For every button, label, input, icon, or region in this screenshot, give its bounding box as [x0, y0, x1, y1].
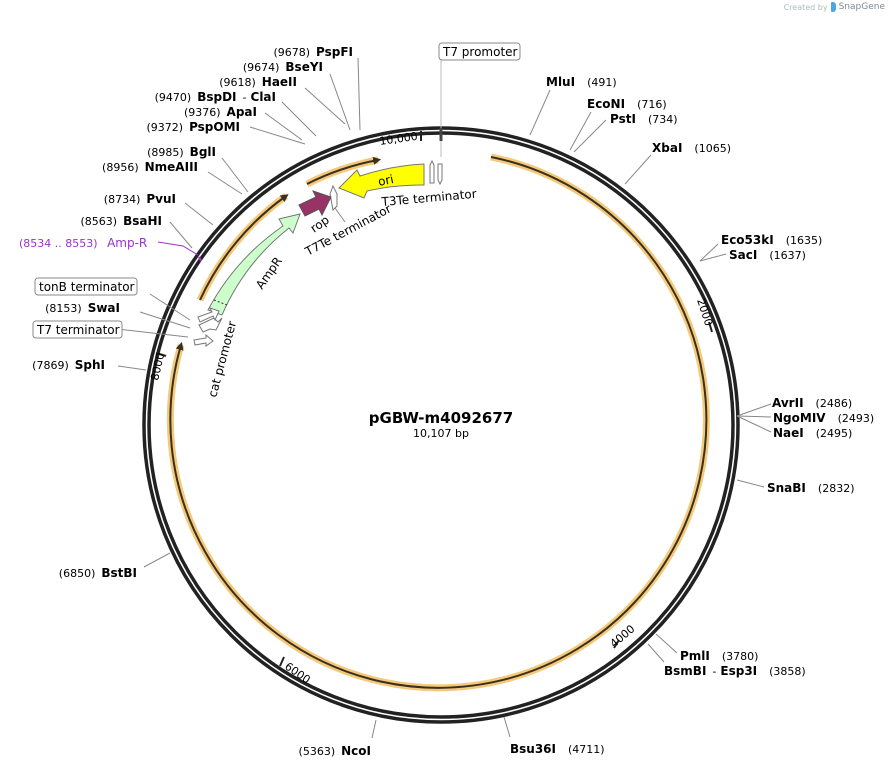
tick-label-8000: 8000 — [148, 351, 167, 381]
cat-promoter-label: cat promoter — [205, 320, 239, 399]
cat-promoter-feature[interactable] — [197, 307, 223, 333]
tonb-terminator-label: tonB terminator — [39, 280, 135, 294]
orf-arcs — [166, 153, 710, 692]
t7te-terminator-feature[interactable] — [329, 184, 338, 212]
site-econi[interactable]: EcoNI(716) — [587, 97, 667, 111]
t7-terminator-box[interactable]: T7 terminator — [32, 320, 123, 339]
primer-amp-r-mark[interactable] — [198, 256, 202, 262]
t7-promoter-label: T7 promoter — [442, 45, 518, 59]
site-pspfi[interactable]: (9678)PspFI — [273, 45, 353, 59]
site-pspomi[interactable]: (9372)PspOMI — [146, 120, 240, 134]
primer-range: (8534 .. 8553) — [19, 237, 98, 250]
site-bspdi-clai[interactable]: (9470)BspDI-ClaI — [155, 90, 276, 104]
site-bgli[interactable]: (8985)BglI — [147, 145, 216, 159]
t3te-terminator-feature[interactable] — [429, 159, 443, 186]
site-swai[interactable]: (8153)SwaI — [45, 301, 120, 315]
tick-4000 — [613, 639, 620, 649]
credit-prefix: Created by — [783, 2, 828, 12]
snapgene-logo-icon — [830, 2, 836, 12]
site-xbai[interactable]: XbaI(1065) — [652, 141, 731, 155]
orf-main-arc[interactable] — [169, 156, 708, 689]
site-pmli[interactable]: PmlI(3780) — [680, 649, 758, 663]
site-bstbi[interactable]: (6850)BstBI — [59, 566, 137, 580]
primer-leader — [157, 241, 199, 256]
site-bsu36i[interactable]: Bsu36I(4711) — [510, 742, 605, 756]
scale-ticks — [155, 131, 713, 667]
site-sphi[interactable]: (7869)SphI — [32, 358, 105, 372]
site-bseyi[interactable]: (9674)BseYI — [243, 60, 323, 74]
t7-terminator-label: T7 terminator — [36, 323, 120, 337]
restriction-sites-left: (9678)PspFI (9674)BseYI (9618)HaeII (947… — [32, 45, 371, 758]
site-naei[interactable]: NaeI(2495) — [773, 426, 852, 440]
t7-terminator-feature[interactable] — [193, 333, 214, 347]
ampr-feature[interactable] — [207, 213, 301, 316]
site-apai[interactable]: (9376)ApaI — [184, 105, 257, 119]
restriction-sites-right: MluI(491) EcoNI(716) PstI(734) XbaI(1065… — [510, 75, 874, 756]
plasmid-length: 10,107 bp — [413, 427, 469, 440]
tick-8000 — [155, 352, 167, 357]
ori-label: ori — [377, 172, 395, 189]
tick-2000 — [708, 321, 713, 333]
tonb-terminator-box[interactable]: tonB terminator — [34, 277, 138, 296]
ampr-label: AmpR — [253, 254, 285, 291]
site-avrii[interactable]: AvrII(2486) — [772, 396, 852, 410]
t3te-terminator-label: T3Te terminator — [380, 187, 477, 209]
site-nmeaiii[interactable]: (8956)NmeAIII — [102, 160, 198, 174]
site-mlui[interactable]: MluI(491) — [546, 75, 617, 89]
site-ncoi[interactable]: (5363)NcoI — [299, 744, 371, 758]
site-pvui[interactable]: (8734)PvuI — [104, 192, 176, 206]
t7te-leader — [334, 207, 346, 223]
site-haeii[interactable]: (9618)HaeII — [219, 75, 297, 89]
t7-promoter-box[interactable]: T7 promoter — [438, 42, 521, 61]
plasmid-name: pGBW-m4092677 — [369, 409, 513, 427]
tick-6000 — [279, 656, 285, 667]
primer-name: Amp-R — [107, 236, 147, 250]
orf-ampr-arc[interactable] — [199, 194, 289, 301]
site-leaders — [116, 57, 772, 739]
orf-rop-arc[interactable] — [306, 156, 382, 185]
site-snabi[interactable]: SnaBI(2832) — [767, 481, 854, 495]
ori-feature[interactable] — [338, 163, 425, 199]
site-bsmbi-esp3i[interactable]: BsmBI-Esp3I(3858) — [664, 664, 806, 678]
snapgene-credit: Created by SnapGene — [784, 2, 885, 12]
site-bsahi[interactable]: (8563)BsaHI — [81, 214, 162, 228]
site-eco53ki[interactable]: Eco53kI(1635) — [721, 233, 822, 247]
rop-feature[interactable] — [298, 190, 332, 217]
site-ngomiv[interactable]: NgoMIV(2493) — [773, 411, 874, 425]
credit-brand: SnapGene — [838, 2, 885, 12]
site-psti[interactable]: PstI(734) — [610, 112, 678, 126]
primer-amp-r-label[interactable]: (8534 .. 8553) Amp-R — [19, 236, 147, 250]
tick-label-10000: 10,000 — [379, 130, 419, 148]
site-saci[interactable]: SacI(1637) — [729, 248, 806, 262]
